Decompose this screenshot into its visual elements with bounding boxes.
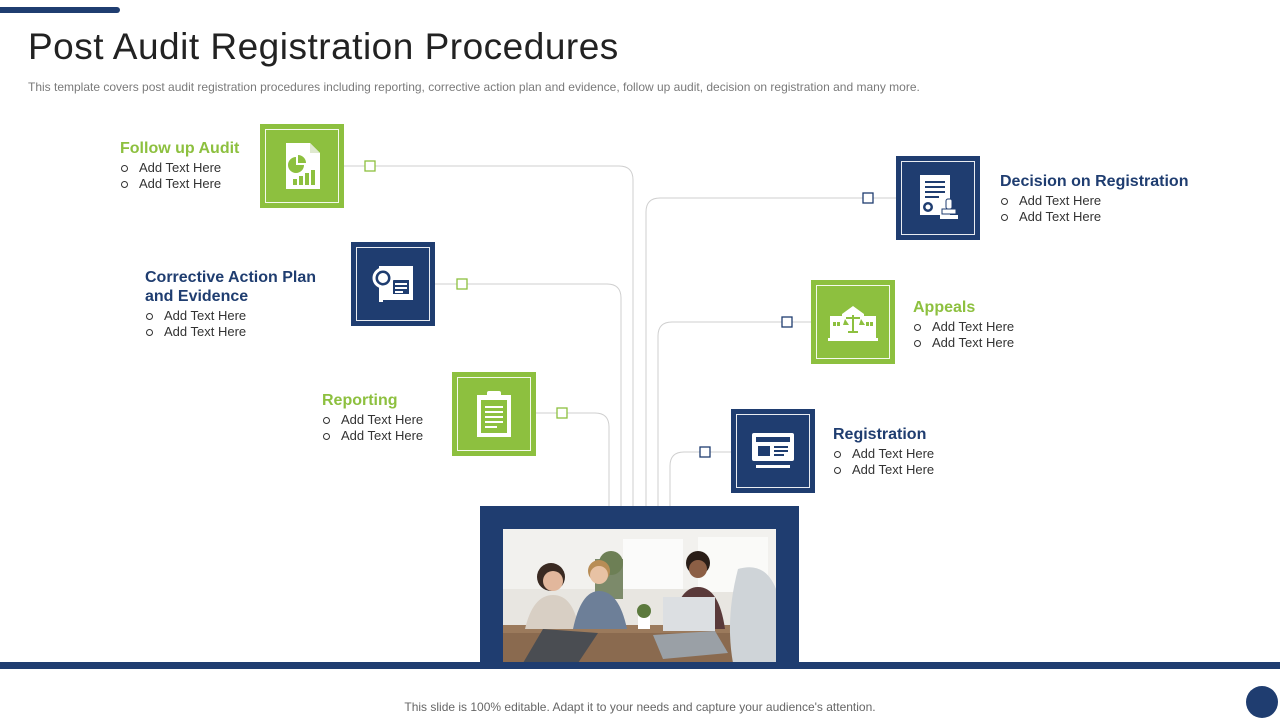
id-card-monitor-icon	[752, 433, 794, 468]
bullet-item: Add Text Here	[120, 160, 239, 176]
bullet-item: Add Text Here	[145, 308, 316, 324]
page-subtitle: This template covers post audit registra…	[28, 80, 920, 94]
node-registration	[699, 446, 711, 458]
appeals-icon-box	[811, 280, 895, 364]
decision-icon-box	[896, 156, 980, 240]
certificate-stamp-icon	[920, 175, 958, 219]
follow-up-audit-icon-box	[260, 124, 344, 208]
connector-reporting	[535, 412, 610, 506]
follow-up-audit-bullets: Add Text Here Add Text Here	[120, 160, 239, 192]
reporting-bullets: Add Text Here Add Text Here	[322, 412, 423, 444]
reporting-title: Reporting	[322, 392, 398, 409]
bullet-item: Add Text Here	[913, 319, 1014, 335]
node-appeals	[781, 316, 793, 328]
appeals-bullets: Add Text Here Add Text Here	[913, 319, 1014, 351]
node-corrective-action	[456, 278, 468, 290]
bullet-item: Add Text Here	[322, 428, 423, 444]
team-meeting-photo	[503, 529, 776, 663]
magnifier-document-icon	[372, 266, 413, 302]
bullet-item: Add Text Here	[833, 446, 934, 462]
top-accent-bar	[0, 7, 120, 13]
decision-text: Decision on Registration Add Text Here A…	[1000, 172, 1188, 225]
reporting-icon-box	[452, 372, 536, 456]
follow-up-audit-title: Follow up Audit	[120, 140, 240, 157]
reporting-text: Reporting Add Text Here Add Text Here	[322, 391, 423, 444]
bullet-item: Add Text Here	[145, 324, 316, 340]
page-title: Post Audit Registration Procedures	[28, 26, 619, 67]
bullet-item: Add Text Here	[120, 176, 239, 192]
registration-text: Registration Add Text Here Add Text Here	[833, 425, 934, 478]
decision-title: Decision on Registration	[1000, 173, 1189, 190]
clipboard-icon	[477, 391, 511, 437]
bullet-item: Add Text Here	[833, 462, 934, 478]
registration-bullets: Add Text Here Add Text Here	[833, 446, 934, 478]
corrective-action-title: Corrective Action Plan and Evidence	[145, 269, 317, 305]
node-decision	[862, 192, 874, 204]
photo-frame	[480, 506, 799, 666]
bullet-item: Add Text Here	[1000, 209, 1188, 225]
node-follow-up-audit	[364, 160, 376, 172]
report-chart-icon	[286, 143, 320, 189]
bullet-item: Add Text Here	[913, 335, 1014, 351]
footer-note: This slide is 100% editable. Adapt it to…	[404, 700, 876, 714]
team-meeting-illustration	[503, 529, 776, 663]
corrective-action-bullets: Add Text Here Add Text Here	[145, 308, 316, 340]
node-reporting	[556, 407, 568, 419]
corrective-action-icon-box	[351, 242, 435, 326]
bullet-item: Add Text Here	[322, 412, 423, 428]
follow-up-audit-text: Follow up Audit Add Text Here Add Text H…	[120, 139, 239, 192]
registration-icon-box	[731, 409, 815, 493]
bottom-bar	[0, 662, 1280, 669]
courthouse-scale-icon	[828, 306, 878, 341]
corner-circle-decoration	[1246, 686, 1278, 718]
bullet-item: Add Text Here	[1000, 193, 1188, 209]
decision-bullets: Add Text Here Add Text Here	[1000, 193, 1188, 225]
appeals-text: Appeals Add Text Here Add Text Here	[913, 298, 1014, 351]
connector-registration	[669, 451, 731, 506]
registration-title: Registration	[833, 426, 927, 443]
corrective-action-text: Corrective Action Plan and Evidence Add …	[145, 268, 316, 340]
appeals-title: Appeals	[913, 299, 976, 316]
